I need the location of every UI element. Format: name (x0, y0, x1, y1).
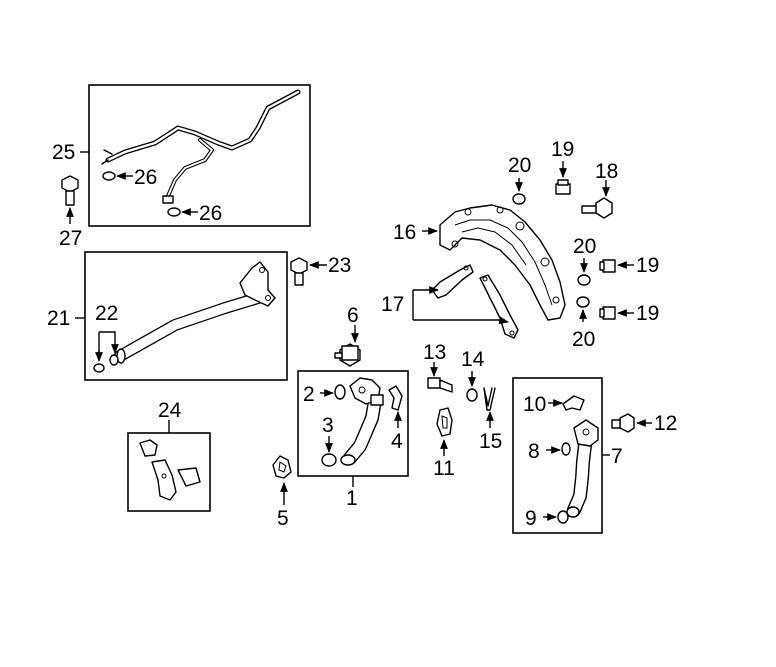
part-20-seal-top: 20 (508, 154, 531, 205)
plug-19c (602, 306, 616, 320)
label-10: 10 (523, 393, 546, 416)
manifold-body (439, 204, 566, 321)
label-19c: 19 (636, 302, 659, 325)
o-ring-3 (321, 453, 337, 467)
part-27-bolt: 27 (59, 175, 82, 250)
bolt-shank-23 (294, 272, 304, 286)
label-1: 1 (346, 487, 358, 510)
o-ring-9 (557, 510, 569, 524)
label-14: 14 (461, 348, 485, 371)
part-15-clip: 15 (479, 387, 502, 453)
clip-10 (562, 395, 585, 411)
bracket-clip (139, 439, 158, 457)
part-11-clip: 11 (433, 407, 455, 480)
part-20-seal-low: 20 (572, 296, 595, 351)
label-17: 17 (381, 293, 404, 316)
clip-5 (272, 455, 292, 479)
bolt-head-23 (290, 257, 308, 275)
seal-14 (466, 388, 478, 402)
bracket-tab (177, 467, 201, 487)
bolt-shank-27 (65, 190, 75, 206)
label-9: 9 (525, 507, 537, 530)
label-24: 24 (158, 399, 182, 422)
label-8: 8 (528, 440, 540, 463)
label-22: 22 (95, 302, 118, 325)
hose-fitting-7 (573, 419, 599, 447)
sensor-body-12 (619, 413, 635, 433)
label-26a: 26 (134, 166, 157, 189)
seal-20a (512, 193, 526, 205)
part-12-sensor: 12 (611, 412, 677, 435)
clip-4 (388, 385, 403, 411)
label-19a: 19 (551, 138, 574, 161)
o-ring-26b (167, 207, 181, 217)
bracket-plate (151, 459, 177, 501)
label-13: 13 (423, 341, 446, 364)
part-19-plug-mid: 19 (599, 254, 659, 277)
label-20b: 20 (573, 235, 596, 258)
hose-end (340, 454, 356, 466)
part-19-plug-low: 19 (599, 302, 659, 325)
gasket-17b (479, 274, 519, 339)
part-16-manifold: 16 (393, 204, 566, 321)
part-13-sensor: 13 (423, 341, 453, 393)
label-3: 3 (322, 414, 334, 437)
gasket-17a (431, 264, 474, 299)
plug-19b (602, 259, 616, 273)
label-2: 2 (303, 383, 315, 406)
pipe-flange (239, 261, 276, 307)
label-16: 16 (393, 221, 416, 244)
part-17-gaskets: 17 (381, 264, 519, 339)
label-23: 23 (328, 254, 351, 277)
tube-fitting (101, 149, 113, 165)
group-25-frame (88, 84, 311, 227)
clip-15 (483, 387, 496, 411)
label-21: 21 (47, 307, 70, 330)
part-20-seal-mid: 20 (573, 235, 596, 286)
label-19b: 19 (636, 254, 659, 277)
label-26b: 26 (199, 202, 222, 225)
gasket-2 (334, 384, 346, 400)
label-4: 4 (391, 430, 403, 453)
part-18-bolt: 18 (581, 160, 618, 219)
label-15: 15 (479, 430, 502, 453)
seal-20b (577, 274, 591, 286)
o-ring-22b (109, 354, 119, 366)
o-ring-26a (102, 171, 116, 181)
label-12: 12 (654, 412, 677, 435)
label-6: 6 (347, 304, 359, 327)
seal-20c (576, 296, 590, 308)
branch-tube (166, 138, 214, 198)
clip-11 (436, 407, 453, 437)
group-21-frame (84, 251, 288, 381)
part-19-plug-top: 19 (551, 138, 574, 195)
label-27: 27 (59, 227, 82, 250)
label-20c: 20 (572, 328, 595, 351)
label-5: 5 (277, 507, 289, 530)
group-21-pipe-assembly: 22 21 (47, 251, 288, 381)
sensor-body-13 (427, 377, 441, 389)
label-18: 18 (595, 160, 618, 183)
part-6-bolt: 6 (334, 304, 361, 367)
label-25: 25 (52, 141, 75, 164)
o-ring-22a (93, 363, 105, 373)
group-1-hose-assembly: 4 2 3 1 (297, 370, 409, 510)
o-ring-8 (561, 442, 571, 456)
part-5-clip: 5 (272, 455, 292, 530)
part-23-bolt: 23 (290, 254, 351, 286)
part-14-seal: 14 (461, 348, 485, 402)
label-7: 7 (611, 445, 623, 468)
tube-end-fitting (162, 195, 174, 204)
group-7-hose-assembly: 10 8 9 7 (512, 377, 623, 534)
group-25-tube-assembly: 26 26 25 (52, 84, 311, 227)
label-20a: 20 (508, 154, 531, 177)
label-11: 11 (433, 457, 455, 480)
group-24-bracket-assembly: 24 (127, 399, 211, 512)
bolt-head-27 (61, 175, 79, 193)
leader-22 (98, 331, 116, 358)
bolt-head-18 (595, 197, 613, 219)
